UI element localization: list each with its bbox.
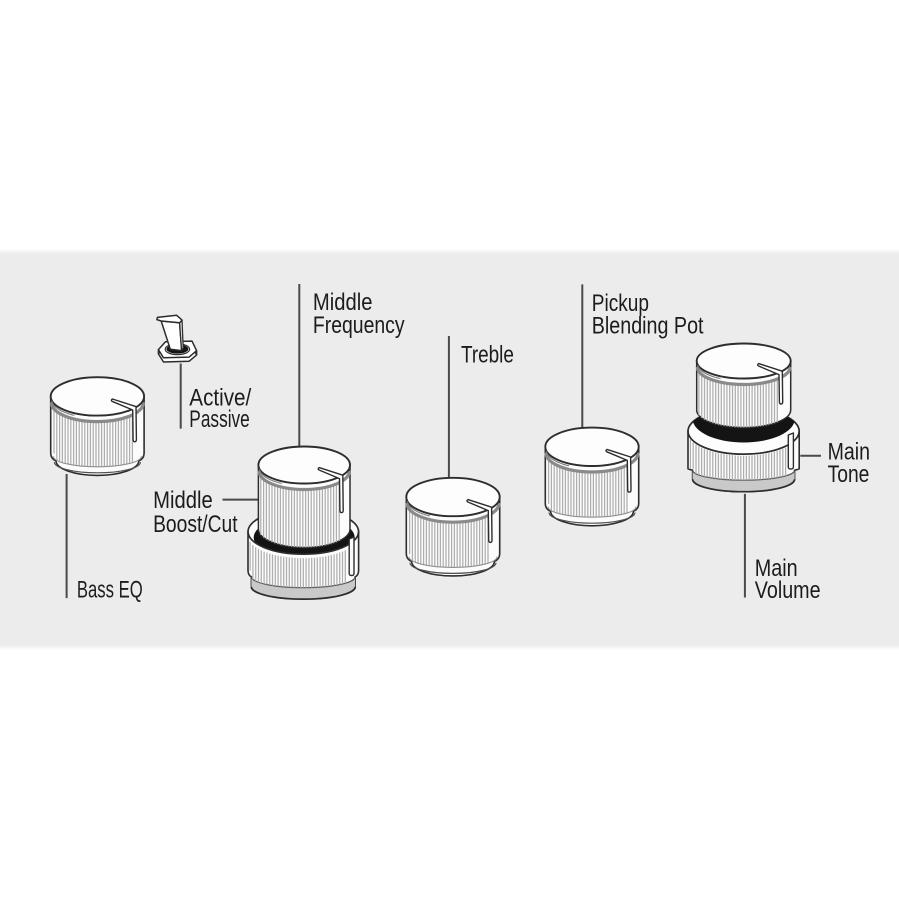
svg-text:Main: Main (755, 555, 798, 582)
svg-text:Tone: Tone (828, 461, 870, 488)
svg-text:Middle: Middle (313, 289, 373, 316)
svg-text:Pickup: Pickup (592, 290, 649, 317)
svg-text:Active/: Active/ (189, 385, 251, 412)
svg-text:Volume: Volume (755, 577, 821, 604)
svg-text:Passive: Passive (189, 406, 250, 433)
svg-text:Bass EQ: Bass EQ (77, 576, 143, 603)
svg-text:Middle: Middle (153, 487, 213, 514)
svg-text:Treble: Treble (461, 342, 514, 369)
svg-text:Frequency: Frequency (313, 312, 405, 339)
svg-text:Blending Pot: Blending Pot (592, 313, 704, 340)
svg-text:Boost/Cut: Boost/Cut (153, 511, 238, 538)
svg-text:Main: Main (828, 439, 870, 466)
